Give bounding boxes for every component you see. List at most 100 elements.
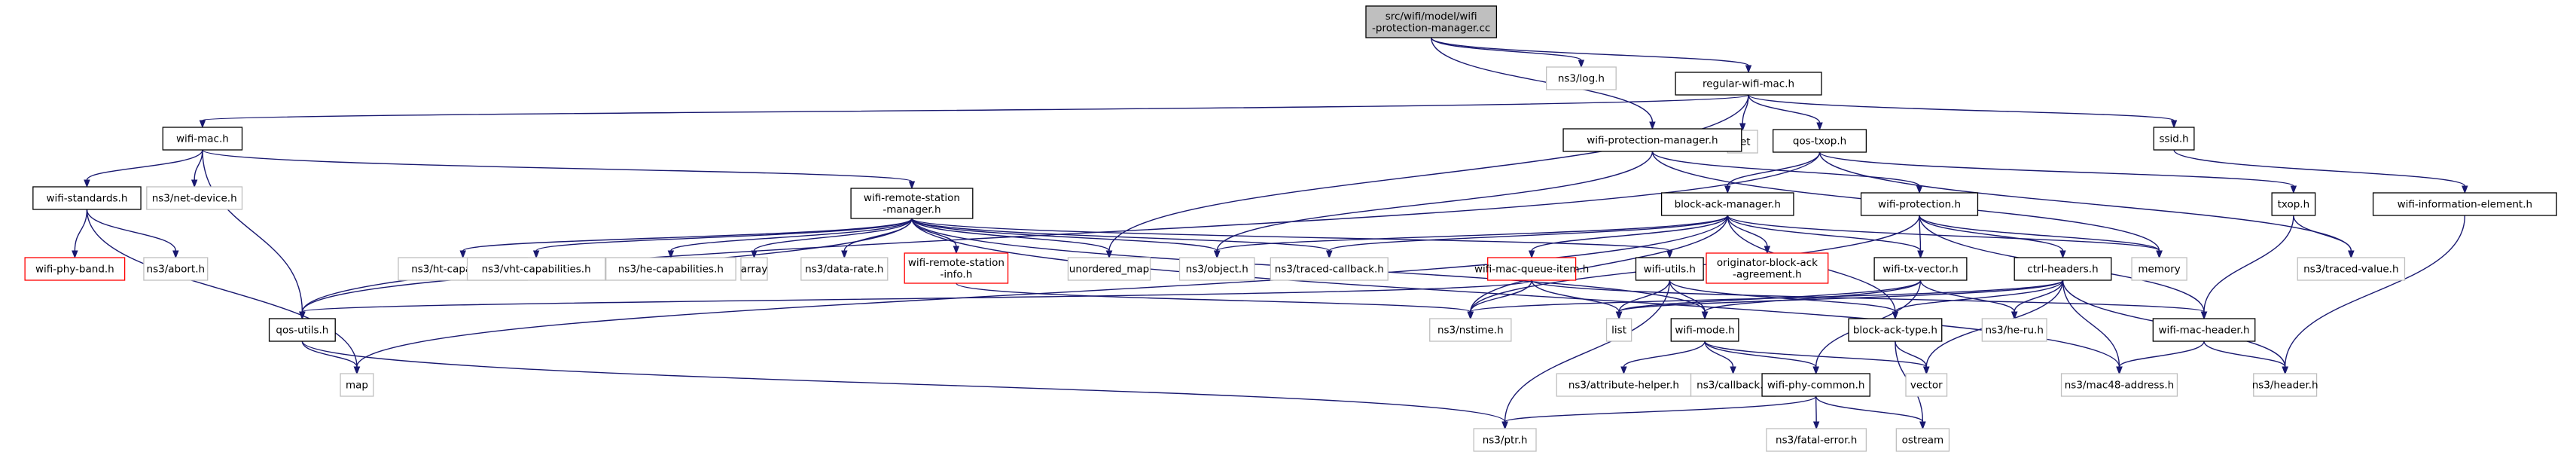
node-box[interactable] xyxy=(1473,428,1537,452)
node-box[interactable] xyxy=(740,257,768,281)
node-fatal-error[interactable]: ns3/fatal-error.h xyxy=(1766,428,1867,452)
node-box[interactable] xyxy=(2271,192,2316,216)
node-traced-value[interactable]: ns3/traced-value.h xyxy=(2297,257,2406,281)
node-callback[interactable]: ns3/callback.h xyxy=(1690,373,1776,397)
node-wifi-remote-station-info[interactable]: wifi-remote-station-info.h xyxy=(904,252,1009,284)
node-unordered-map[interactable]: unordered_map xyxy=(1067,257,1151,281)
node-box[interactable] xyxy=(1873,257,1968,281)
node-root[interactable]: src/wifi/model/wifi-protection-manager.c… xyxy=(1365,5,1498,38)
node-he-capabilities[interactable]: ns3/he-capabilities.h xyxy=(605,257,736,281)
node-wifi-mode[interactable]: wifi-mode.h xyxy=(1670,318,1739,342)
node-box[interactable] xyxy=(605,257,736,281)
node-wifi-protection-manager[interactable]: wifi-protection-manager.h xyxy=(1562,128,1742,152)
node-wifi-standards[interactable]: wifi-standards.h xyxy=(32,186,142,210)
arrowhead xyxy=(1578,60,1585,69)
node-label: wifi-mac.h xyxy=(176,133,229,145)
node-box[interactable] xyxy=(1981,318,2047,342)
node-box[interactable] xyxy=(850,188,974,219)
node-box[interactable] xyxy=(1761,373,1870,397)
node-box[interactable] xyxy=(2014,257,2112,281)
edge-block_ack_manager-to-traced_callback xyxy=(1326,215,1728,259)
node-box[interactable] xyxy=(466,257,606,281)
node-memory[interactable]: memory xyxy=(2131,257,2187,281)
node-block-ack-type[interactable]: block-ack-type.h xyxy=(1848,318,1943,342)
node-regular-wifi-mac[interactable]: regular-wifi-mac.h xyxy=(1675,72,1822,96)
node-ctrl-headers[interactable]: ctrl-headers.h xyxy=(2014,257,2112,281)
node-box[interactable] xyxy=(1545,66,1617,90)
node-box[interactable] xyxy=(1178,257,1255,281)
node-box[interactable] xyxy=(2060,373,2178,397)
node-wifi-phy-common[interactable]: wifi-phy-common.h xyxy=(1761,373,1870,397)
node-box[interactable] xyxy=(904,252,1009,284)
node-ssid[interactable]: ssid.h xyxy=(2153,127,2195,151)
node-abort[interactable]: ns3/abort.h xyxy=(143,257,209,281)
node-box[interactable] xyxy=(2152,318,2256,342)
node-box[interactable] xyxy=(2153,127,2195,151)
node-wifi-tx-vector[interactable]: wifi-tx-vector.h xyxy=(1873,257,1968,281)
node-box[interactable] xyxy=(268,318,336,342)
node-label: ns3/traced-callback.h xyxy=(1275,264,1384,276)
node-array[interactable]: array xyxy=(740,257,768,281)
node-box[interactable] xyxy=(1895,428,1950,452)
node-box[interactable] xyxy=(1848,318,1943,342)
node-box[interactable] xyxy=(1675,72,1822,96)
node-box[interactable] xyxy=(1690,373,1776,397)
node-box[interactable] xyxy=(24,257,126,281)
node-nstime[interactable]: ns3/nstime.h xyxy=(1429,318,1512,342)
node-qos-utils[interactable]: qos-utils.h xyxy=(268,318,336,342)
node-block-ack-manager[interactable]: block-ack-manager.h xyxy=(1660,192,1794,216)
node-traced-callback[interactable]: ns3/traced-callback.h xyxy=(1270,257,1389,281)
node-box[interactable] xyxy=(1487,257,1577,281)
node-box[interactable] xyxy=(1706,252,1829,284)
node-box[interactable] xyxy=(1605,318,1632,342)
edge-line xyxy=(1328,215,1728,252)
node-mac48-address[interactable]: ns3/mac48-address.h xyxy=(2060,373,2178,397)
node-box[interactable] xyxy=(1270,257,1389,281)
node-box[interactable] xyxy=(2372,192,2557,216)
node-box[interactable] xyxy=(162,127,243,151)
node-wifi-phy-band[interactable]: wifi-phy-band.h xyxy=(24,257,126,281)
node-box[interactable] xyxy=(1773,129,1867,153)
node-box[interactable] xyxy=(1562,128,1742,152)
node-wifi-protection[interactable]: wifi-protection.h xyxy=(1860,192,1979,216)
node-box[interactable] xyxy=(1429,318,1512,342)
node-box[interactable] xyxy=(340,373,374,397)
node-box[interactable] xyxy=(2297,257,2406,281)
node-box[interactable] xyxy=(800,257,889,281)
node-box[interactable] xyxy=(1365,5,1498,38)
node-originator-block-ack[interactable]: originator-block-ack-agreement.h xyxy=(1706,252,1829,284)
node-txop[interactable]: txop.h xyxy=(2271,192,2316,216)
node-map[interactable]: map xyxy=(340,373,374,397)
node-box[interactable] xyxy=(1670,318,1739,342)
node-header[interactable]: ns3/header.h xyxy=(2252,373,2318,397)
node-data-rate[interactable]: ns3/data-rate.h xyxy=(800,257,889,281)
node-vht-capabilities[interactable]: ns3/vht-capabilities.h xyxy=(466,257,606,281)
node-box[interactable] xyxy=(1860,192,1979,216)
node-vector[interactable]: vector xyxy=(1905,373,1948,397)
node-box[interactable] xyxy=(1660,192,1794,216)
node-wifi-mac[interactable]: wifi-mac.h xyxy=(162,127,243,151)
node-qos-txop[interactable]: qos-txop.h xyxy=(1773,129,1867,153)
node-object[interactable]: ns3/object.h xyxy=(1178,257,1255,281)
node-he-ru[interactable]: ns3/he-ru.h xyxy=(1981,318,2047,342)
node-list[interactable]: list xyxy=(1605,318,1632,342)
node-net-device[interactable]: ns3/net-device.h xyxy=(146,186,243,210)
node-wifi-remote-station-manager[interactable]: wifi-remote-station-manager.h xyxy=(850,188,974,219)
node-ptr[interactable]: ns3/ptr.h xyxy=(1473,428,1537,452)
node-box[interactable] xyxy=(2131,257,2187,281)
node-box[interactable] xyxy=(1905,373,1948,397)
node-ostream[interactable]: ostream xyxy=(1895,428,1950,452)
node-log[interactable]: ns3/log.h xyxy=(1545,66,1617,90)
node-box[interactable] xyxy=(2253,373,2318,397)
node-wifi-mac-queue-item[interactable]: wifi-mac-queue-item.h xyxy=(1474,257,1589,281)
node-box[interactable] xyxy=(1067,257,1151,281)
node-box[interactable] xyxy=(1635,257,1704,281)
node-wifi-mac-header[interactable]: wifi-mac-header.h xyxy=(2152,318,2256,342)
node-attribute-helper[interactable]: ns3/attribute-helper.h xyxy=(1556,373,1692,397)
node-box[interactable] xyxy=(32,186,142,210)
node-wifi-utils[interactable]: wifi-utils.h xyxy=(1635,257,1704,281)
node-wifi-information-element[interactable]: wifi-information-element.h xyxy=(2372,192,2557,216)
node-box[interactable] xyxy=(1766,428,1867,452)
node-box[interactable] xyxy=(146,186,243,210)
node-box[interactable] xyxy=(143,257,209,281)
